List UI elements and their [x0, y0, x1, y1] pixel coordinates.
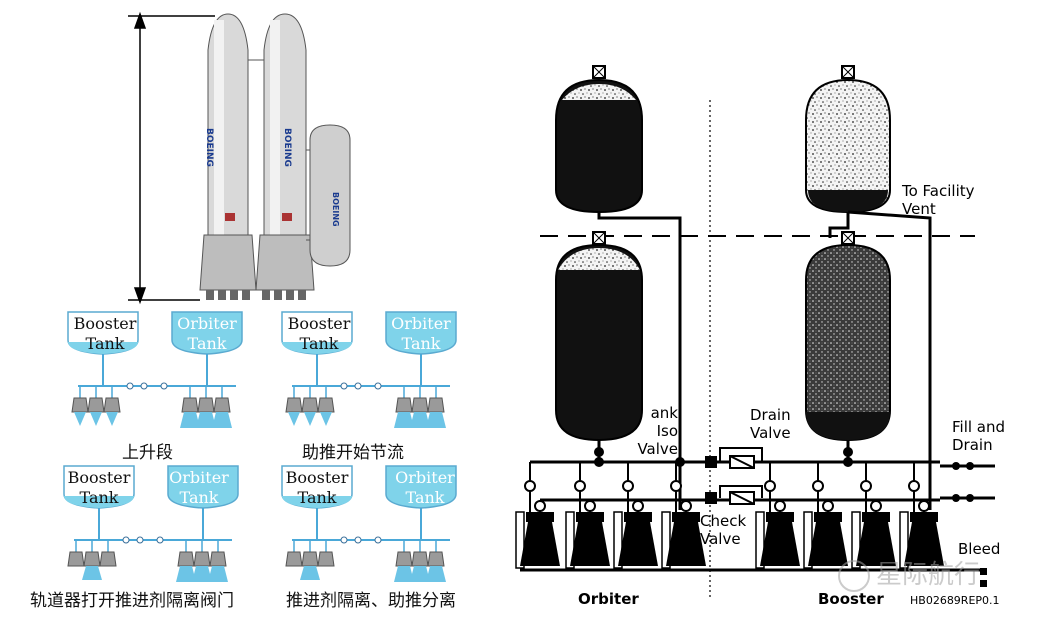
orbiter-vehicle [199, 13, 257, 300]
engine-nozzle [565, 462, 610, 569]
propellant-schematic [515, 65, 995, 600]
boeing-logo-1: BOEING [204, 128, 214, 167]
orbiter-tank [385, 311, 457, 355]
fill-drain-valves [952, 462, 974, 502]
engine-nozzle [755, 462, 800, 569]
orbiter-lower-tank [555, 231, 643, 442]
height-dimension-arrow [128, 11, 215, 305]
fill-and-drain-label: Fill and Drain [952, 418, 1006, 454]
stage2-caption: 助推开始节流 [302, 443, 404, 463]
figure-id-label: HB02689REP0.1 [910, 594, 1000, 607]
tank-iso-valve-label: ank Iso Valve [637, 404, 678, 458]
stage3-caption: 轨道器打开推进剂隔离阀门 [30, 591, 234, 611]
orbiter-booster-stack [255, 13, 351, 300]
booster-lower-tank [805, 231, 891, 442]
stage-diagram-3 [63, 465, 239, 582]
stage4-caption: 推进剂隔离、助推分离 [286, 591, 456, 611]
engine-nozzle [661, 462, 706, 569]
drain-valve-label: Drain Valve [750, 406, 791, 442]
boeing-logo-2: BOEING [282, 128, 292, 167]
line-valves [594, 447, 853, 467]
booster-section-label: Booster [818, 590, 884, 608]
engine-nozzle [515, 462, 560, 569]
orbiter-tank [385, 465, 457, 509]
orbiter-tank [167, 465, 239, 509]
to-facility-vent-label: To Facility Vent [902, 182, 975, 218]
engines [515, 462, 987, 587]
drain-valve [705, 447, 763, 505]
watermark-logo-icon [838, 559, 870, 592]
left-figure-art [63, 11, 457, 582]
stage-diagram-2 [281, 311, 457, 428]
right-figure: To Facility Vent ank Iso Valve Drain Val… [500, 0, 1048, 622]
engine-nozzle [803, 462, 848, 569]
orbiter-section-label: Orbiter [578, 590, 639, 608]
stage-diagram-1 [67, 311, 243, 428]
stage-diagram-4 [281, 465, 457, 582]
orbiter-upper-tank [555, 65, 643, 214]
pipework [520, 210, 995, 572]
watermark: 星际航行 [838, 554, 980, 592]
orbiter-tank [171, 311, 243, 355]
engine-nozzle [899, 462, 944, 569]
stage1-caption: 上升段 [122, 443, 173, 463]
check-valve-label: Check Valve [700, 512, 747, 548]
engine-nozzle [613, 462, 658, 569]
engine-nozzle [851, 462, 896, 569]
boeing-logo-3: BOEING [331, 192, 340, 227]
bleed-label: Bleed [958, 540, 1001, 558]
booster-upper-tank [805, 65, 891, 214]
